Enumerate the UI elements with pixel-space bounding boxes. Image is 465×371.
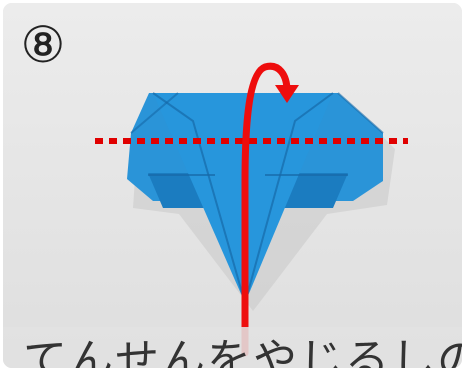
caption-bar: てんせんをやじるしの xyxy=(3,327,465,371)
step-number: ⑧ xyxy=(20,16,66,74)
caption-text: てんせんをやじるしの xyxy=(23,335,465,371)
curved-arrow-up-icon xyxy=(241,62,299,357)
origami-paper xyxy=(127,92,395,311)
origami-photo xyxy=(3,3,462,368)
